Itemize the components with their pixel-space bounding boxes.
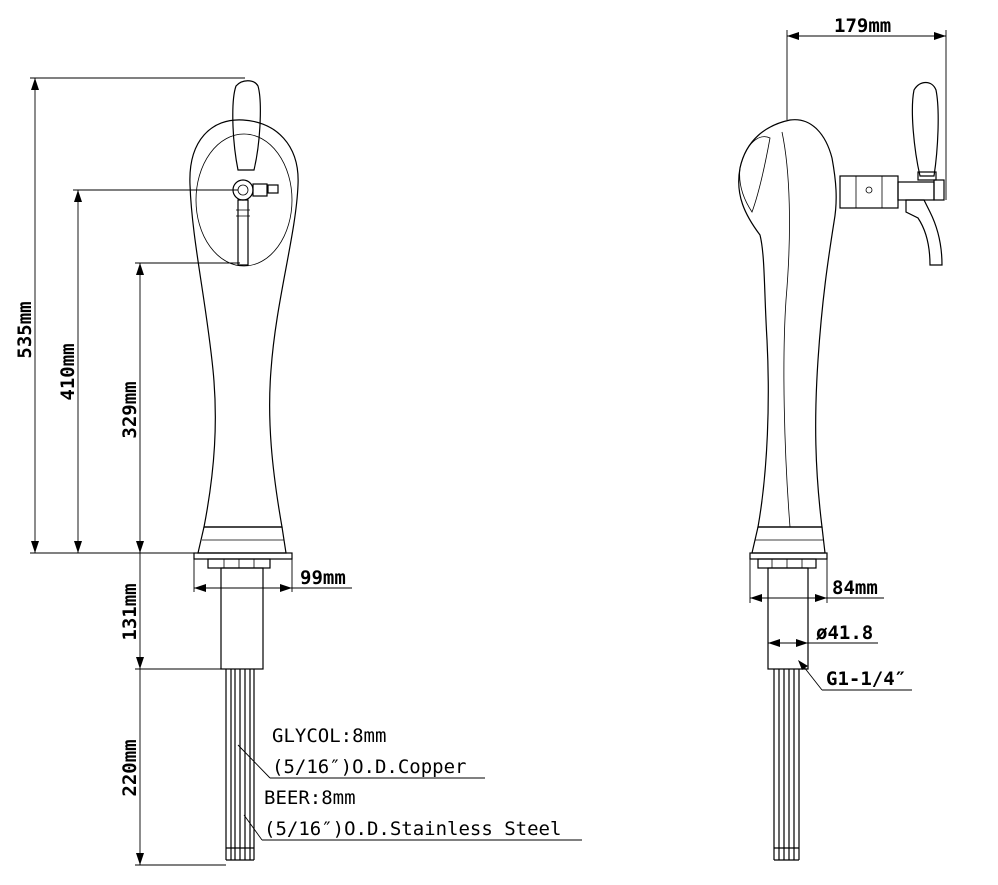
front-tap-handle [232,80,261,171]
side-dimensions: 179mm 84mm ø41.8 G1-1/4″ [749,15,947,691]
dim-total-height: 535mm [14,301,36,358]
dim-tube-length: 220mm [119,739,141,796]
dim-depth: 179mm [834,15,891,37]
side-tap-connector [839,175,899,209]
front-tubes [225,669,255,861]
dim-spout-height: 410mm [57,343,79,400]
side-base-flange [749,552,828,560]
note-beer-2: (5/16″)O.D.Stainless Steel [264,818,561,840]
front-spout [237,199,249,266]
note-beer-1: BEER:8mm [264,787,356,809]
front-shank [220,567,264,670]
dim-shank-diameter: ø41.8 [816,622,873,644]
note-glycol-1: GLYCOL:8mm [272,725,386,747]
front-base-flange [193,552,293,560]
front-tower-body [189,119,299,528]
side-view [738,81,945,861]
side-medallion [739,136,771,213]
side-spout [905,199,943,266]
front-medallion [195,133,293,267]
dim-tap-bottom-height: 329mm [119,381,141,438]
side-tower-body [738,119,837,528]
dim-base-width: 99mm [300,567,346,589]
side-tubes [773,669,800,861]
side-shank [767,567,809,670]
dim-shank-length: 131mm [119,583,141,640]
side-tap-handle [911,81,939,177]
note-glycol-2: (5/16″)O.D.Copper [272,756,466,778]
dim-base-depth: 84mm [832,577,878,599]
front-dimensions: 535mm 410mm 329mm 131mm 220mm 99mm [14,77,582,866]
dim-thread: G1-1/4″ [826,668,906,690]
